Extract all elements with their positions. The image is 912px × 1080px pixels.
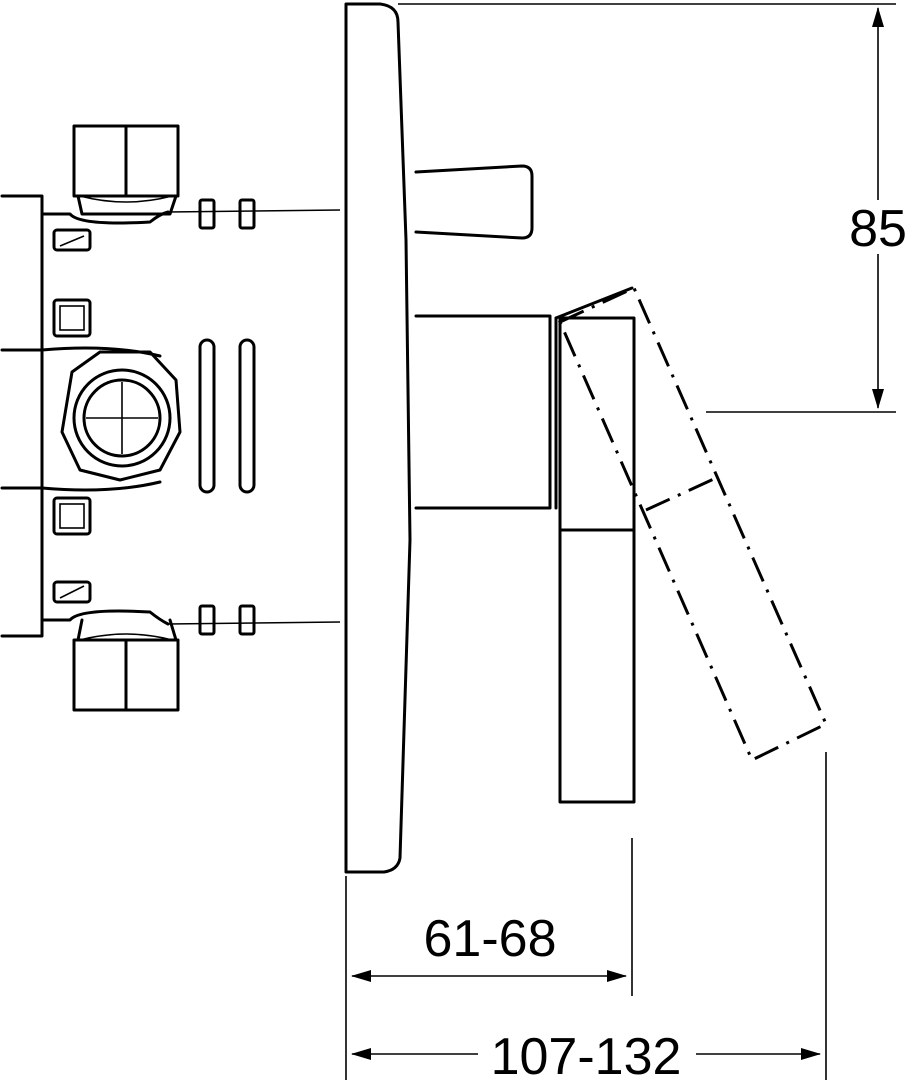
lever-hub (414, 314, 552, 510)
central-port (60, 350, 182, 482)
mixer-lever (554, 286, 636, 804)
diverter-knob (414, 164, 534, 240)
depth-short-dimension-label: 61-68 (424, 910, 557, 968)
concealed-valve-body (0, 124, 341, 712)
depth-short-dimension: 61-68 (345, 838, 633, 1080)
height-dimension-label: 85 (849, 200, 907, 258)
depth-total-dimension: 107-132 (351, 752, 827, 1080)
lower-hex-nut (72, 618, 180, 712)
cover-plate (344, 2, 412, 874)
height-dimension: 85 (398, 3, 907, 413)
upper-hex-nut (72, 124, 180, 216)
lever-alternate-position (558, 286, 828, 763)
depth-total-dimension-label: 107-132 (491, 1028, 682, 1080)
